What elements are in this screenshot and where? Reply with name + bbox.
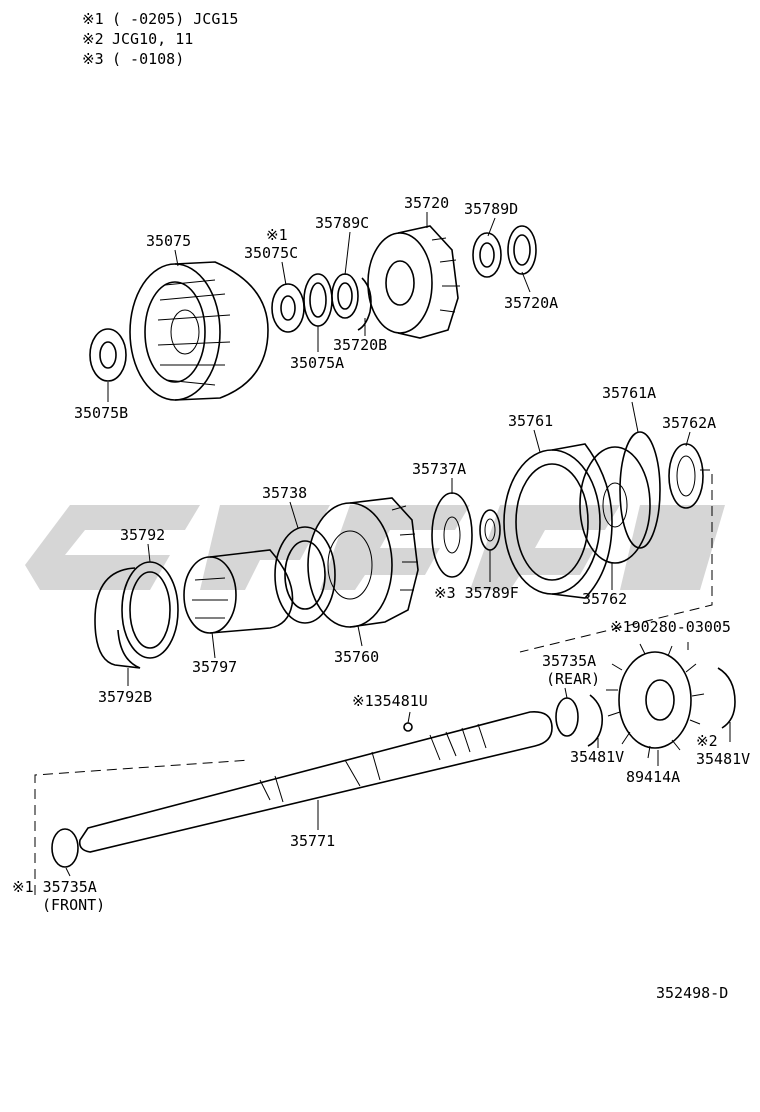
label-35737A: 35737A xyxy=(412,460,466,478)
label-35075B: 35075B xyxy=(74,404,128,422)
part-35481U-ball xyxy=(403,722,413,732)
part-35720-planetary-carrier xyxy=(367,225,460,339)
part-35720A-bearing xyxy=(507,225,537,275)
part-35738-bearing xyxy=(274,526,336,624)
label-35075: 35075 xyxy=(146,232,191,250)
label-35761: 35761 xyxy=(508,412,553,430)
part-35075A-bearing xyxy=(303,273,333,327)
label-35789F: ※3 35789F xyxy=(434,584,519,602)
label-35481V-mark: ※2 xyxy=(696,732,718,750)
diagram-code: 352498-D xyxy=(656,984,728,1002)
label-35735A-rear-suffix: (REAR) xyxy=(546,670,600,688)
part-35481V-snap-ring-a xyxy=(587,694,604,747)
label-35762A: 35762A xyxy=(662,414,716,432)
part-labels: 35720 35789D 35075 ※1 35075C 35789C 3572… xyxy=(12,194,750,914)
label-35789C: 35789C xyxy=(315,214,369,232)
part-35762A-bearing xyxy=(668,443,704,509)
label-35735A-front-suffix: (FRONT) xyxy=(42,896,105,914)
label-35771: 35771 xyxy=(290,832,335,850)
part-35481V-snap-ring-b xyxy=(717,667,736,729)
label-35075A: 35075A xyxy=(290,354,344,372)
part-35797-sleeve xyxy=(183,549,294,634)
label-35075C-mark: ※1 xyxy=(266,226,288,244)
note-1-marker: ※1 xyxy=(82,10,104,28)
label-35735A-front: ※1 35735A xyxy=(12,878,97,896)
label-35797: 35797 xyxy=(192,658,237,676)
leader-lines xyxy=(65,212,731,877)
part-35735A-front-ring xyxy=(51,828,79,868)
part-35771-output-shaft xyxy=(78,711,553,853)
label-89414A: 89414A xyxy=(626,768,680,786)
part-35760-gear xyxy=(307,497,419,628)
label-35735A-rear: 35735A xyxy=(542,652,596,670)
part-89414A-sensor-rotor xyxy=(606,643,705,759)
part-35761A-ring xyxy=(619,431,661,549)
label-35075C: 35075C xyxy=(244,244,298,262)
part-35792B-snap-ring xyxy=(94,567,141,669)
part-35075-clutch-drum xyxy=(129,261,269,401)
label-35720: 35720 xyxy=(404,194,449,212)
label-35720B: 35720B xyxy=(333,336,387,354)
note-2-text: JCG10, 11 xyxy=(112,30,193,48)
phantom-line-left xyxy=(34,759,251,895)
note-1-text: ( -0205) JCG15 xyxy=(112,10,238,28)
label-35792: 35792 xyxy=(120,526,165,544)
part-35789C-washer xyxy=(331,273,359,319)
part-35075B-washer xyxy=(89,328,127,382)
notes-block: ※1 ( -0205) JCG15 ※2 JCG10, 11 ※3 ( -010… xyxy=(82,10,238,68)
label-190280-03005: ※190280-03005 xyxy=(610,618,731,636)
label-35481U: ※135481U xyxy=(352,692,428,710)
label-35761A: 35761A xyxy=(602,384,656,402)
part-35762-gear xyxy=(579,446,651,564)
label-35738: 35738 xyxy=(262,484,307,502)
label-35481V-b: 35481V xyxy=(696,750,750,768)
label-35481V-a: 35481V xyxy=(570,748,624,766)
label-35762: 35762 xyxy=(582,590,627,608)
note-2-marker: ※2 xyxy=(82,30,104,48)
part-35075C-washer xyxy=(271,283,305,333)
part-35735A-rear-ring xyxy=(555,697,579,737)
note-3-text: ( -0108) xyxy=(112,50,184,68)
phantom-line-right xyxy=(519,469,713,653)
label-35760: 35760 xyxy=(334,648,379,666)
label-35789D: 35789D xyxy=(464,200,518,218)
label-35792B: 35792B xyxy=(98,688,152,706)
label-35720A: 35720A xyxy=(504,294,558,312)
part-35761-ring-gear xyxy=(503,443,613,599)
note-3-marker: ※3 xyxy=(82,50,104,68)
part-35789D-washer xyxy=(472,232,502,278)
